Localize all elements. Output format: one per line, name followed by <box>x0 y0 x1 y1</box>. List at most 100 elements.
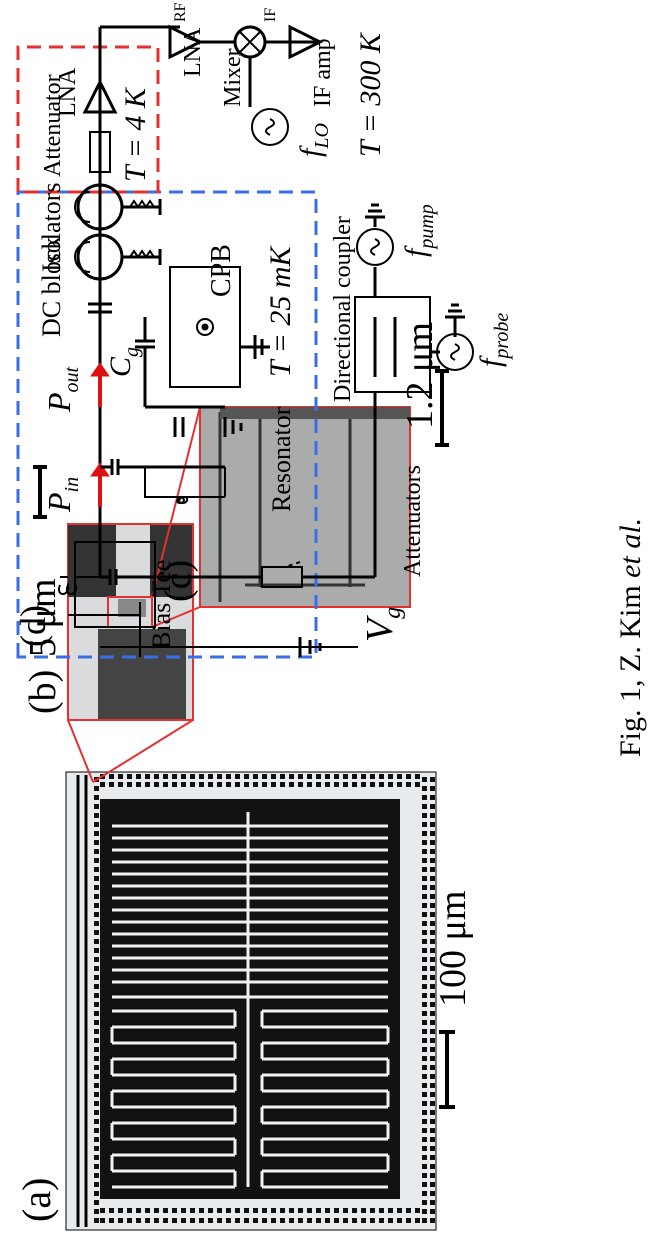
perimeter-dot <box>253 1208 258 1213</box>
lna-rt-label: LNA <box>180 27 206 77</box>
scale-bar-5um <box>33 465 47 519</box>
perimeter-dot <box>422 1200 427 1205</box>
panel-d <box>16 24 474 659</box>
attenuator-4k <box>89 131 111 173</box>
perimeter-dot <box>316 782 321 787</box>
perimeter-dot <box>100 1218 105 1223</box>
perimeter-dot <box>430 822 435 827</box>
perimeter-dot <box>422 939 427 944</box>
perimeter-dot <box>430 813 435 818</box>
perimeter-dot <box>415 782 420 787</box>
perimeter-dot <box>422 957 427 962</box>
zoom-line-c-right <box>151 406 201 598</box>
if-amp-label: IF amp <box>310 38 336 107</box>
perimeter-dot <box>422 1137 427 1142</box>
perimeter-dot <box>163 1218 168 1223</box>
perimeter-dot <box>208 1218 213 1223</box>
perimeter-dot <box>109 782 114 787</box>
perimeter-dot <box>422 966 427 971</box>
perimeter-dot <box>118 774 123 779</box>
perimeter-dot <box>136 1218 141 1223</box>
perimeter-dot <box>172 774 177 779</box>
perimeter-dot <box>118 1208 123 1213</box>
perimeter-dot <box>422 1146 427 1151</box>
perimeter-dot <box>379 1218 384 1223</box>
perimeter-dot <box>118 1218 123 1223</box>
perimeter-dot <box>190 1218 195 1223</box>
perimeter-dot <box>370 774 375 779</box>
temp-300k-label: T = 300 K <box>354 31 387 157</box>
perimeter-dot <box>422 786 427 791</box>
panel-a: (a) 100 μm <box>14 771 474 1231</box>
panel-a-scale-label: 100 μm <box>432 891 474 1007</box>
perimeter-dot <box>325 782 330 787</box>
perimeter-dot <box>244 782 249 787</box>
perimeter-dot <box>388 782 393 787</box>
perimeter-dot <box>422 1011 427 1016</box>
perimeter-dot <box>94 975 99 980</box>
panel-d-labels: (d) Bias Tee Vg Pin Pout Resonator Cg CP… <box>13 2 513 649</box>
pin-label: Pin <box>41 477 83 513</box>
perimeter-dot <box>199 782 204 787</box>
perimeter-dot <box>430 831 435 836</box>
perimeter-dot <box>422 795 427 800</box>
perimeter-dot <box>94 1056 99 1061</box>
perimeter-dot <box>430 876 435 881</box>
perimeter-dot <box>422 1182 427 1187</box>
bias-tee-label: Bias Tee <box>147 560 176 649</box>
perimeter-dot <box>280 1218 285 1223</box>
perimeter-dot <box>422 876 427 881</box>
perimeter-dot <box>145 774 150 779</box>
perimeter-dot <box>406 782 411 787</box>
perimeter-dot <box>352 782 357 787</box>
perimeter-dot <box>406 1218 411 1223</box>
perimeter-dot <box>271 1218 276 1223</box>
perimeter-dot <box>388 1208 393 1213</box>
bias-tee-inductor <box>58 576 100 595</box>
perimeter-dot <box>415 774 420 779</box>
attenuators-label: Attenuators <box>400 465 426 577</box>
perimeter-dot <box>94 831 99 836</box>
perimeter-dot <box>298 1208 303 1213</box>
dc-block-label: DC block <box>37 237 66 337</box>
perimeter-dot <box>235 1218 240 1223</box>
temp-25mk-label: T = 25 mK <box>264 244 297 377</box>
perimeter-dot <box>94 921 99 926</box>
perimeter-dot <box>94 840 99 845</box>
perimeter-dot <box>145 1218 150 1223</box>
perimeter-dot <box>422 1065 427 1070</box>
perimeter-dot <box>325 1218 330 1223</box>
perimeter-dot <box>430 867 435 872</box>
perimeter-dot <box>127 1208 132 1213</box>
perimeter-dot <box>307 1208 312 1213</box>
perimeter-dot <box>422 1119 427 1124</box>
perimeter-dot <box>334 1218 339 1223</box>
perimeter-dot <box>262 774 267 779</box>
perimeter-dot <box>430 894 435 899</box>
bias-tee-box <box>74 541 156 628</box>
perimeter-dot <box>430 1209 435 1214</box>
perimeter-dot <box>235 782 240 787</box>
perimeter-dot <box>94 1209 99 1214</box>
perimeter-dot <box>370 1208 375 1213</box>
perimeter-dot <box>422 858 427 863</box>
perimeter-dot <box>422 993 427 998</box>
perimeter-dot <box>298 782 303 787</box>
perimeter-dot <box>244 1218 249 1223</box>
cpb-label: CPB <box>206 244 237 297</box>
perimeter-dot <box>163 1208 168 1213</box>
perimeter-dot <box>199 1218 204 1223</box>
perimeter-dot <box>172 782 177 787</box>
perimeter-dot <box>289 1218 294 1223</box>
perimeter-dot <box>94 966 99 971</box>
perimeter-dot <box>190 782 195 787</box>
perimeter-dot <box>430 1029 435 1034</box>
perimeter-dot <box>94 822 99 827</box>
perimeter-dot <box>94 1092 99 1097</box>
cg-label: Cg <box>104 347 143 377</box>
perimeter-dot <box>343 1218 348 1223</box>
perimeter-dot <box>94 1173 99 1178</box>
perimeter-dot <box>94 1128 99 1133</box>
perimeter-dot <box>94 1074 99 1079</box>
perimeter-dot <box>430 795 435 800</box>
